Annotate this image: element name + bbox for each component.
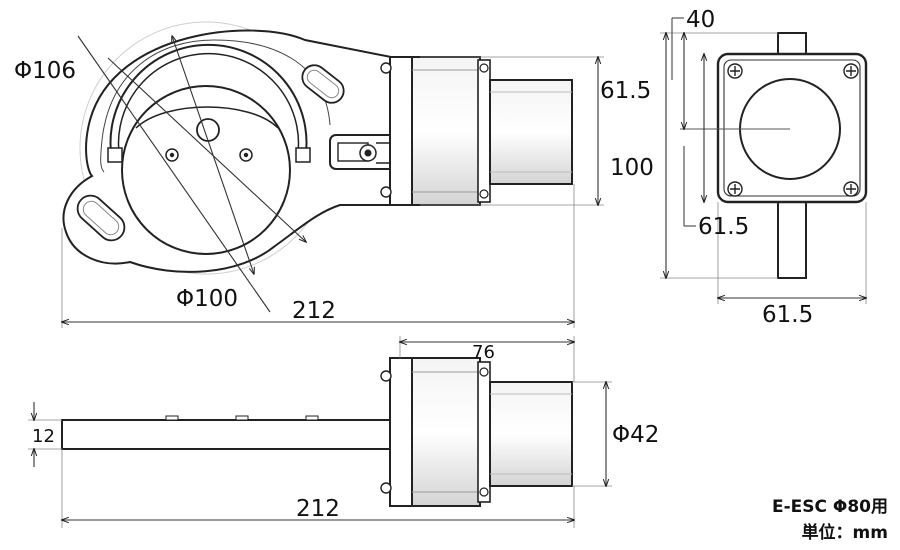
- dim-head-length: 76: [472, 342, 495, 363]
- dim-bottom-width: 212: [296, 496, 340, 522]
- motor-cap: [489, 79, 573, 185]
- clamp-bolt: [329, 134, 397, 170]
- motor-body: [411, 56, 481, 206]
- inner-disc: [121, 85, 291, 255]
- dim-front-width: 212: [292, 298, 336, 324]
- corner-screws: [727, 63, 859, 197]
- dim-front-height: 61.5: [600, 78, 651, 104]
- bottom-flange: [389, 357, 413, 507]
- side-view: 40 100 61.5 61.5: [610, 7, 868, 328]
- model-title: E-ESC Φ80用: [772, 497, 888, 517]
- side-shaft-bottom: [777, 199, 807, 279]
- unit-label: 単位：mm: [802, 522, 888, 543]
- dim-side-offset-top: 40: [686, 7, 715, 33]
- dim-thickness: 12: [32, 426, 55, 447]
- slot-lower-left: [76, 194, 126, 242]
- dim-phi106: Φ106: [14, 58, 76, 84]
- dim-side-width: 61.5: [762, 302, 813, 328]
- dim-shaft-dia: Φ42: [612, 422, 659, 448]
- bottom-view: 76 Φ42 12 212: [28, 336, 659, 528]
- arm-bar: [61, 419, 393, 450]
- front-view: Φ106 Φ100 212 61.5: [14, 21, 651, 328]
- slot-upper-right: [301, 64, 345, 104]
- bottom-motor-cap: [489, 381, 573, 487]
- bottom-motor-body: [411, 357, 481, 507]
- dim-side-height: 100: [610, 155, 654, 181]
- center-hole: [196, 118, 220, 142]
- dim-side-offset-bottom: 61.5: [698, 214, 749, 240]
- flange: [389, 56, 413, 206]
- dim-phi100: Φ100: [176, 286, 238, 312]
